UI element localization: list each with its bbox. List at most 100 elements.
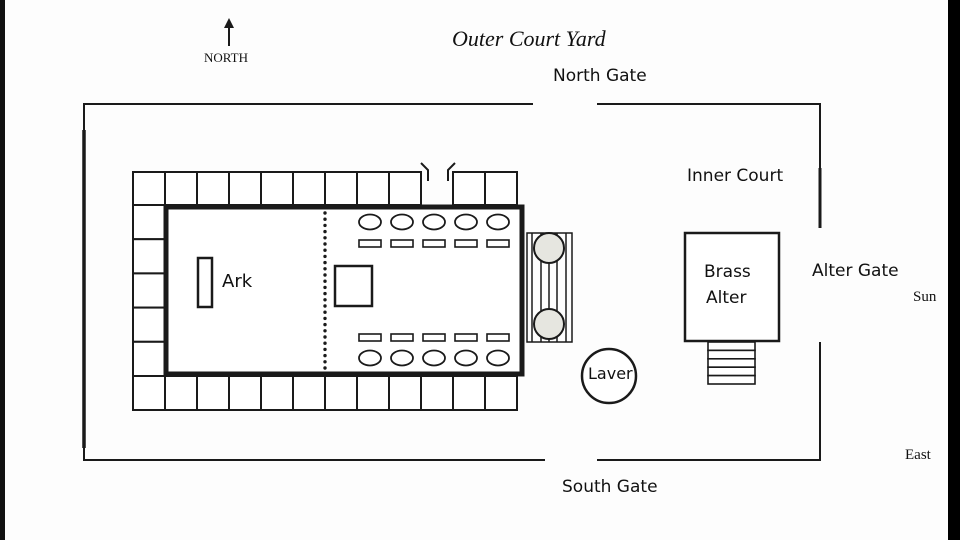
brass-altar — [683, 231, 781, 343]
chamber-cell — [452, 171, 486, 206]
veil-dot — [323, 260, 327, 265]
altar-step — [707, 357, 756, 368]
altar-steps — [707, 341, 756, 385]
chamber-cell — [452, 375, 486, 411]
chamber-cell — [484, 375, 518, 411]
veil-dot — [323, 267, 327, 271]
veil-dot — [323, 298, 327, 302]
chamber-cell — [132, 238, 167, 275]
north-label: NORTH — [204, 50, 248, 65]
veil-dot — [323, 366, 327, 370]
chamber-cell — [132, 272, 167, 309]
side-door — [420, 162, 456, 181]
north-gate-label: North Gate — [553, 66, 647, 86]
south-gate-label: South Gate — [562, 477, 658, 497]
veil-dot — [323, 360, 327, 364]
veil-dot — [323, 353, 327, 358]
veil-dot — [323, 273, 327, 277]
chamber-cell — [356, 375, 390, 411]
table-of-showbread — [454, 333, 478, 342]
chamber-cell — [196, 375, 230, 411]
ark-of-covenant — [196, 256, 214, 309]
veil-dot — [323, 341, 327, 345]
sun-label: Sun — [913, 289, 937, 305]
lampstand — [422, 349, 446, 367]
left-edge-bar — [0, 0, 5, 540]
chamber-cell — [484, 171, 518, 206]
table-of-showbread — [422, 239, 446, 248]
table-of-showbread — [390, 333, 414, 342]
chamber-cell — [356, 171, 390, 206]
veil-dot — [323, 217, 327, 221]
pillar-jachin — [533, 232, 565, 264]
chamber-cell — [132, 306, 167, 343]
chamber-cell — [228, 171, 262, 206]
veil-dot — [323, 229, 327, 234]
table-of-showbread — [390, 239, 414, 248]
chamber-cell — [164, 375, 198, 411]
veil-dot — [323, 236, 327, 240]
altar-of-incense — [333, 264, 374, 308]
chamber-cell — [292, 375, 326, 411]
outer-court-wall — [82, 103, 822, 461]
veil-dot — [323, 335, 327, 339]
veil-dot — [323, 223, 327, 228]
chamber-cell — [132, 375, 166, 411]
table-of-showbread — [454, 239, 478, 248]
pillar-boaz — [533, 308, 565, 340]
brass-alter-label-line1: Brass — [704, 262, 751, 282]
altar-step — [707, 341, 756, 352]
chamber-cell — [132, 204, 167, 241]
table-of-showbread — [486, 239, 510, 248]
chamber-cell — [324, 375, 358, 411]
table-of-showbread — [358, 239, 382, 248]
lampstand — [390, 349, 414, 367]
east-label: East — [905, 447, 931, 463]
veil-dot — [323, 254, 327, 259]
chamber-cell — [388, 171, 422, 206]
right-edge-bar — [948, 0, 960, 540]
table-of-showbread — [486, 333, 510, 342]
veil-dot — [323, 310, 327, 314]
lampstand — [486, 349, 510, 367]
chamber-cell — [132, 340, 167, 377]
veil-dot — [323, 322, 327, 327]
chamber-grid — [132, 171, 518, 411]
chamber-cell — [292, 171, 326, 206]
chamber-cell — [164, 171, 198, 206]
veil-dot — [323, 285, 327, 290]
lampstand — [390, 213, 414, 231]
title-outer-court-yard: Outer Court Yard — [452, 26, 606, 51]
chamber-cell — [324, 171, 358, 206]
veil-dot — [323, 211, 327, 215]
lampstand — [454, 213, 478, 231]
altar-step — [707, 374, 756, 385]
veil-dotted-line — [323, 211, 327, 370]
laver — [580, 347, 638, 405]
inner-court-label: Inner Court — [687, 166, 784, 186]
altar-step — [707, 349, 756, 360]
veil-dot — [323, 347, 327, 352]
north-arrow-icon — [224, 18, 234, 46]
chamber-cell — [388, 375, 422, 411]
lampstand — [422, 213, 446, 231]
brass-alter-label-line2: Alter — [706, 288, 747, 308]
veil-dot — [323, 316, 327, 321]
chamber-cell — [132, 171, 166, 206]
chamber-cell — [196, 171, 230, 206]
altar-step — [707, 366, 756, 377]
veil-dot — [323, 279, 327, 283]
veil-dot — [323, 248, 327, 252]
veil-dot — [323, 304, 327, 308]
veil-dot — [323, 291, 327, 296]
ark-label: Ark — [222, 271, 253, 292]
lampstand — [358, 349, 382, 367]
alter-gate-label: Alter Gate — [812, 261, 899, 281]
chamber-cell — [260, 171, 294, 206]
chamber-cell — [420, 375, 454, 411]
lampstand — [486, 213, 510, 231]
lampstand — [454, 349, 478, 367]
lampstands-and-tables — [358, 213, 510, 367]
chamber-cell — [228, 375, 262, 411]
